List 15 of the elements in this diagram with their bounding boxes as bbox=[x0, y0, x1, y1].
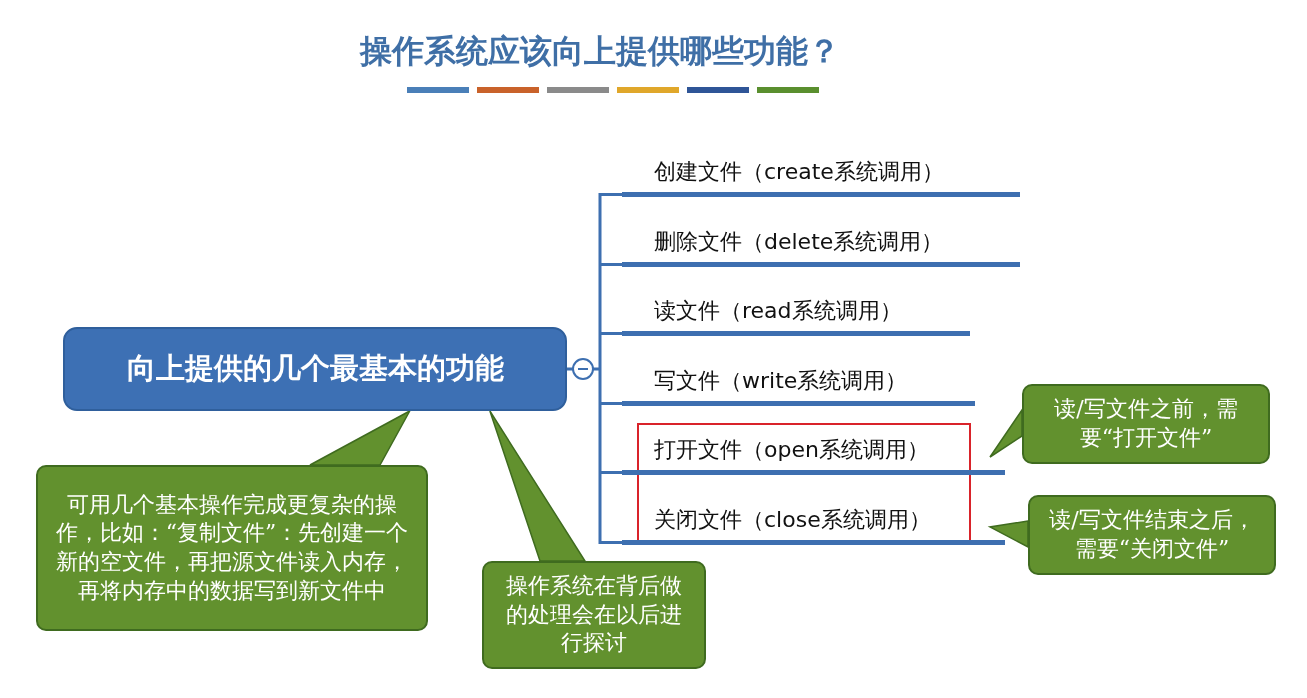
branch-item: 打开文件（open系统调用） bbox=[622, 430, 1005, 475]
connector-line bbox=[565, 193, 624, 544]
callout-pointer bbox=[309, 409, 412, 466]
callout-bubble: 操作系统在背后做的处理会在以后进行探讨 bbox=[482, 561, 706, 669]
branch-item: 读文件（read系统调用） bbox=[622, 291, 970, 336]
callout-pointer bbox=[987, 520, 1029, 549]
branch-item: 写文件（write系统调用） bbox=[622, 361, 975, 406]
branch-item: 删除文件（delete系统调用） bbox=[622, 222, 1020, 267]
callout-pointer bbox=[489, 410, 587, 562]
branch-item: 关闭文件（close系统调用） bbox=[622, 500, 1005, 545]
main-topic-box: 向上提供的几个最基本的功能 bbox=[63, 327, 567, 411]
callout-bubble: 读/写文件结束之后，需要“关闭文件” bbox=[1028, 495, 1276, 575]
branch-item: 创建文件（create系统调用） bbox=[622, 152, 1020, 197]
callout-pointer bbox=[989, 407, 1023, 458]
title: 操作系统应该向上提供哪些功能？ bbox=[358, 31, 841, 72]
